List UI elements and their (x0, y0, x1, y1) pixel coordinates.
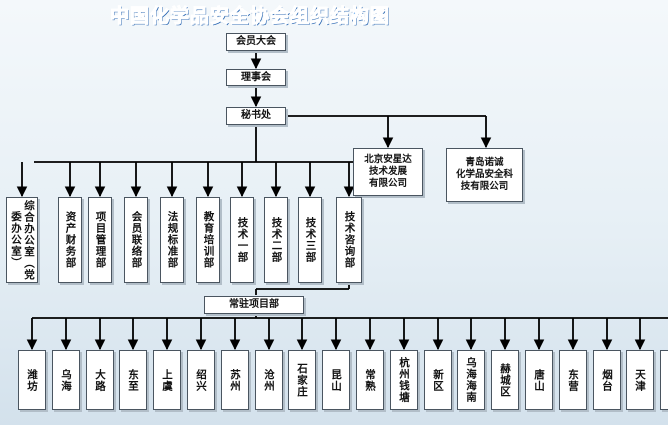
top-node-1: 会员大会 (226, 33, 286, 51)
region-node-10: 昆山 (322, 350, 350, 410)
region-node-11: 常熟 (356, 350, 384, 410)
department-node-7: 技术一部 (230, 197, 254, 283)
company-node-1: 北京安星达 技术发展 有限公司 (353, 148, 423, 196)
department-node-2: 资产财务部 (58, 197, 82, 283)
department-node-3: 项目管理部 (88, 197, 112, 283)
region-node-6: 绍兴 (187, 350, 215, 410)
department-node-4: 会员联络部 (124, 197, 148, 283)
department-node-6: 教育培训部 (196, 197, 220, 283)
project-dept-node: 常驻项目部 (204, 296, 304, 314)
region-node-20: 宁夏 (660, 350, 668, 410)
region-node-9: 石家庄 (288, 350, 316, 410)
region-node-18: 烟台 (593, 350, 621, 410)
department-node-10: 技术咨询部 (336, 197, 362, 283)
company-node-2: 青岛诺诚 化学品安全科 技有限公司 (446, 148, 523, 202)
region-node-4: 东至 (119, 350, 147, 410)
region-node-15: 赫城区 (491, 350, 519, 410)
department-node-9: 技术三部 (298, 197, 322, 283)
top-node-3: 秘书处 (226, 107, 286, 125)
region-node-16: 唐山 (525, 350, 553, 410)
top-node-2: 理事会 (226, 69, 286, 86)
region-node-8: 沧州 (255, 350, 283, 410)
region-node-5: 上虞 (153, 350, 181, 410)
region-node-1: 潍坊 (18, 350, 46, 410)
department-node-5: 法规标准部 (160, 197, 184, 283)
region-node-2: 乌海 (52, 350, 80, 410)
department-node-8: 技术二部 (264, 197, 288, 283)
region-node-7: 苏州 (221, 350, 249, 410)
region-node-3: 大路 (86, 350, 114, 410)
region-node-17: 东营 (559, 350, 587, 410)
department-node-1: 综合办公室（党委办公室） (6, 197, 38, 283)
region-node-13: 新区 (424, 350, 452, 410)
region-node-14: 乌海海南 (457, 350, 485, 410)
chart-title: 中国化学品安全协会组织结构图 (109, 5, 390, 28)
region-node-12: 杭州钱塘 (390, 350, 418, 410)
region-node-19: 天津 (626, 350, 654, 410)
